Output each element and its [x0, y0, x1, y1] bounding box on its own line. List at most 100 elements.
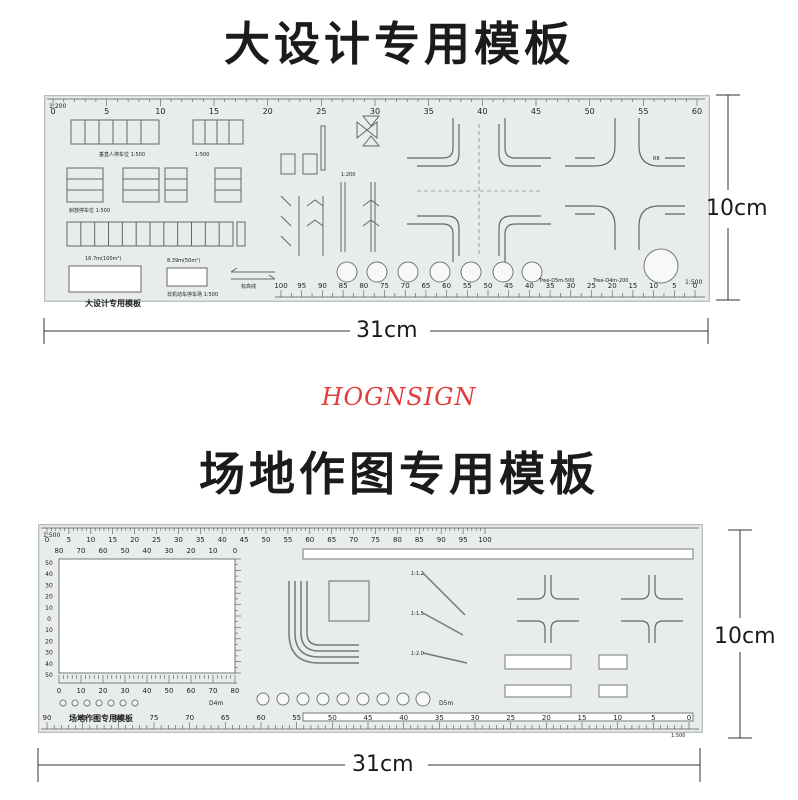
ruler-label: 45 — [240, 536, 249, 544]
ruler-label: 40 — [525, 282, 534, 290]
ruler-label: 15 — [108, 536, 117, 544]
ruler-label: 80 — [393, 536, 402, 544]
ruler-label: 35 — [424, 107, 434, 116]
ruler-label: 10 — [209, 547, 218, 555]
ruler-label: 50 — [262, 536, 271, 544]
ruler-label: 10 — [45, 605, 53, 612]
label-parking-parallel: 1:500 — [195, 152, 209, 158]
label-slope-3: 1:2.0 — [411, 651, 424, 657]
label-d4m: D4m — [209, 700, 223, 707]
ruler-label: 75 — [380, 282, 389, 290]
ruler-label: 80 — [359, 282, 368, 290]
ruler-label: 70 — [349, 536, 358, 544]
ruler-label: 70 — [209, 687, 218, 695]
ruler-label: 5 — [672, 282, 676, 290]
ruler-label: 100 — [478, 536, 491, 544]
ruler-label: 35 — [546, 282, 555, 290]
ruler-label: 30 — [121, 687, 130, 695]
label-parking-diagonal: 斜放停车位 1:500 — [69, 207, 110, 214]
ruler-label: 0 — [687, 714, 691, 722]
ruler2-scale-label: 1:500 — [43, 532, 60, 539]
ruler-label: 30 — [165, 547, 174, 555]
ruler-label: 50 — [45, 672, 53, 679]
dimension-bottom-height: 10cm — [714, 624, 776, 649]
ruler-label: 90 — [437, 536, 446, 544]
ruler-label: 40 — [477, 107, 487, 116]
ruler-label: 55 — [292, 714, 301, 722]
ruler-label: 70 — [401, 282, 410, 290]
ruler-label: 55 — [463, 282, 472, 290]
ruler-label: 25 — [587, 282, 596, 290]
ruler-label: 30 — [174, 536, 183, 544]
ruler-label: 50 — [121, 547, 130, 555]
ruler-label: 35 — [196, 536, 205, 544]
ruler-label: 65 — [327, 536, 336, 544]
ruler-label: 80 — [55, 547, 64, 555]
ruler-label: 80 — [231, 687, 240, 695]
ruler-label: 40 — [143, 687, 152, 695]
ruler-label: 30 — [45, 650, 53, 657]
ruler-label: 0 — [693, 282, 697, 290]
ruler-label: 5 — [104, 107, 109, 116]
label-bottom-scale: 1:500 — [671, 733, 685, 739]
ruler-label: 0 — [50, 107, 55, 116]
title-top: 大设计专用模板 — [224, 17, 574, 71]
ruler-label: 20 — [45, 638, 53, 645]
label-bike-parking: 非机动车停车场 1:500 — [167, 291, 218, 298]
ruler-label: 25 — [152, 536, 161, 544]
label-r6: R6 — [653, 156, 660, 162]
ruler-label: 40 — [45, 661, 53, 668]
ruler-label: 25 — [506, 714, 515, 722]
dimension-top-height: 10cm — [706, 196, 768, 221]
ruler-label: 65 — [221, 714, 230, 722]
ruler-label: 60 — [442, 282, 451, 290]
ruler-label: 20 — [263, 107, 273, 116]
ruler-label: 10 — [155, 107, 165, 116]
label-flag-line: 标高线 — [241, 283, 256, 290]
label-parking-vertical: 垂直人停车位 1:500 — [99, 151, 145, 158]
ruler-label: 60 — [305, 536, 314, 544]
ruler-label: 20 — [608, 282, 617, 290]
label-tree-b: Tree-D4m-200 — [592, 278, 628, 284]
ruler-label: 45 — [364, 714, 373, 722]
ruler-label: 20 — [187, 547, 196, 555]
ruler-label: 40 — [143, 547, 152, 555]
ruler-label: 40 — [399, 714, 408, 722]
label-tree-a: Tree-D5m-500 — [538, 278, 574, 284]
ruler-label: 20 — [45, 594, 53, 601]
ruler-label: 10 — [86, 536, 95, 544]
ruler-label: 30 — [45, 582, 53, 589]
ruler-label: 75 — [150, 714, 159, 722]
ruler-label: 60 — [99, 547, 108, 555]
ruler-label: 15 — [578, 714, 587, 722]
ruler-label: 15 — [628, 282, 637, 290]
template-bottom-name: 场地作图专用模板 — [69, 713, 134, 723]
ruler-label: 65 — [421, 282, 430, 290]
ruler-label: 45 — [504, 282, 513, 290]
ruler-label: 75 — [371, 536, 380, 544]
ruler-label: 85 — [339, 282, 348, 290]
ruler-label: 70 — [77, 547, 86, 555]
ruler-label: 40 — [45, 571, 53, 578]
dimension-bottom-width: 31cm — [352, 752, 414, 777]
label-small-area: 16.7m(100m²) — [85, 256, 121, 262]
label-scale-1-200: 1:200 — [341, 172, 355, 178]
ruler-label: 85 — [415, 536, 424, 544]
ruler-label: 55 — [638, 107, 648, 116]
ruler-label: 50 — [165, 687, 174, 695]
ruler-label: 0 — [45, 536, 49, 544]
ruler-label: 55 — [283, 536, 292, 544]
ruler-label: 20 — [99, 687, 108, 695]
ruler-label: 10 — [45, 627, 53, 634]
ruler-label: 50 — [484, 282, 493, 290]
ruler-label: 5 — [651, 714, 655, 722]
ruler-label: 35 — [435, 714, 444, 722]
ruler-label: 85 — [78, 714, 87, 722]
ruler-label: 20 — [542, 714, 551, 722]
label-scale-1-500: 1:500 — [685, 279, 702, 286]
ruler-label: 30 — [566, 282, 575, 290]
ruler-label: 5 — [67, 536, 71, 544]
